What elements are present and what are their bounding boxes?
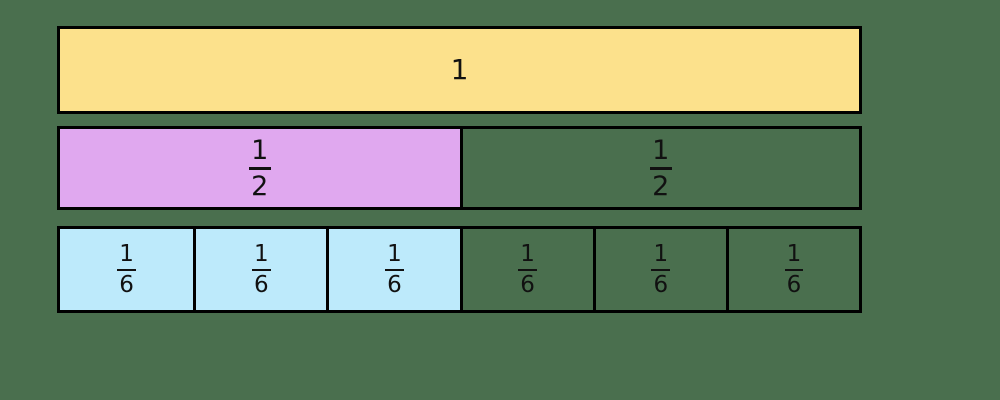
denominator: 6	[119, 271, 134, 298]
fraction-divider-line	[651, 268, 671, 271]
denominator: 6	[520, 271, 535, 298]
fraction-divider-line	[251, 268, 271, 271]
fraction-cell-whole-1: 1	[60, 29, 859, 111]
fraction-cell-sixth-4: 1 6	[459, 229, 593, 310]
denominator: 6	[653, 271, 669, 298]
fraction-bar-sixths: 1 6 1 6 1 6 1 6	[57, 226, 862, 313]
fraction-cell-sixth-1: 1 6	[60, 229, 194, 310]
fraction-cell-sixth-5: 1 6	[592, 229, 726, 310]
numerator: 1	[653, 240, 669, 267]
fraction-divider-line	[784, 268, 804, 271]
fraction-divider-line	[248, 166, 271, 170]
fraction-divider-line	[385, 268, 404, 271]
fraction-label-sixth-1: 1 6	[117, 240, 136, 298]
denominator: 2	[251, 170, 269, 202]
fraction-divider-line	[117, 268, 136, 271]
fraction-label-sixth-6: 1 6	[784, 240, 804, 298]
fraction-label-sixth-5: 1 6	[651, 240, 671, 298]
fraction-bar-whole: 1	[57, 26, 862, 114]
numerator: 1	[253, 240, 269, 267]
fraction-label-sixth-2: 1 6	[251, 240, 271, 298]
numerator: 1	[520, 240, 535, 267]
denominator: 6	[387, 271, 402, 298]
numerator: 1	[652, 134, 670, 166]
fraction-cell-sixth-6: 1 6	[725, 229, 859, 310]
numerator: 1	[786, 240, 802, 267]
fraction-divider-line	[649, 166, 672, 170]
denominator: 6	[253, 271, 269, 298]
fraction-cell-half-1: 1 2	[60, 129, 460, 207]
fraction-cell-sixth-3: 1 6	[326, 229, 460, 310]
fraction-label-sixth-3: 1 6	[385, 240, 404, 298]
denominator: 2	[652, 170, 670, 202]
denominator: 6	[786, 271, 802, 298]
fraction-label-sixth-4: 1 6	[518, 240, 537, 298]
fraction-divider-line	[518, 268, 537, 271]
fraction-cell-half-2: 1 2	[459, 129, 860, 207]
fraction-label-half-1: 1 2	[248, 134, 271, 202]
fraction-label-whole: 1	[450, 53, 469, 86]
fraction-bar-halves: 1 2 1 2	[57, 126, 862, 210]
fraction-label-half-2: 1 2	[649, 134, 672, 202]
numerator: 1	[119, 240, 134, 267]
fraction-cell-sixth-2: 1 6	[193, 229, 327, 310]
numerator: 1	[251, 134, 269, 166]
numerator: 1	[387, 240, 402, 267]
